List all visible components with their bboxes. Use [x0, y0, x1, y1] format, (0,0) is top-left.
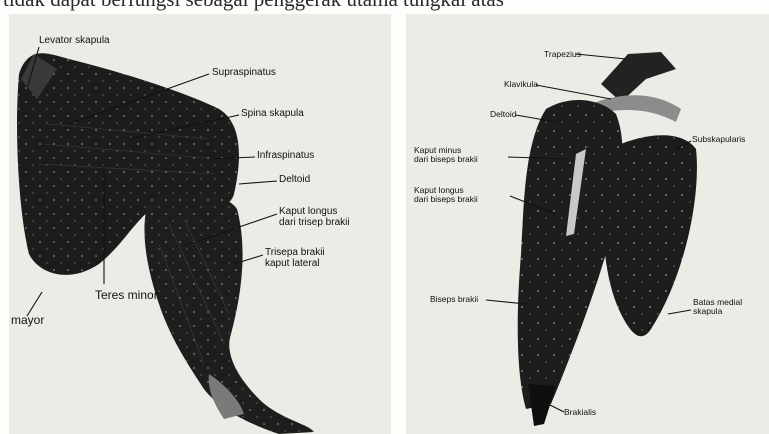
label-brakialis: Brakialis — [564, 408, 596, 417]
label-kaput-longus-biseps: Kaput longus dari biseps brakii — [414, 186, 478, 204]
anterior-shoulder-figure: Trapezius Klavikula Deltoid Subskapulari… — [406, 14, 769, 434]
label-biseps-brakii: Biseps brakii — [430, 295, 478, 304]
page-top-text: tidak dapat berfungsi sebagai penggerak … — [0, 0, 769, 12]
label-teres-minor: Teres minor — [95, 289, 158, 302]
brakialis-muscle — [528, 384, 556, 426]
label-trisep-kaput-lateral: Trisepa brakii kaput lateral — [265, 248, 325, 269]
label-teres-mayor: mayor — [11, 314, 44, 327]
label-batas-medial-skapula: Batas medial skapula — [693, 298, 742, 316]
label-infraspinatus: Infraspinatus — [257, 151, 314, 162]
label-levator-skapula: Levator skapula — [39, 36, 110, 47]
label-kaput-longus-trisep: Kaput longus dari trisep brakii — [279, 207, 350, 228]
label-klavikula: Klavikula — [504, 80, 538, 89]
label-spina-skapula: Spina skapula — [241, 109, 304, 120]
trapezius-muscle — [601, 52, 676, 102]
label-subskapularis: Subskapularis — [692, 135, 745, 144]
posterior-shoulder-figure: Levator skapula Supraspinatus Spina skap… — [9, 14, 391, 434]
label-kaput-minus-biseps: Kaput minus dari biseps brakii — [414, 146, 478, 164]
label-supraspinatus: Supraspinatus — [212, 68, 276, 79]
label-deltoid-posterior: Deltoid — [279, 175, 310, 186]
anterior-shoulder-illustration — [406, 14, 769, 434]
label-deltoid-anterior: Deltoid — [490, 110, 516, 119]
label-trapezius: Trapezius — [544, 50, 581, 59]
